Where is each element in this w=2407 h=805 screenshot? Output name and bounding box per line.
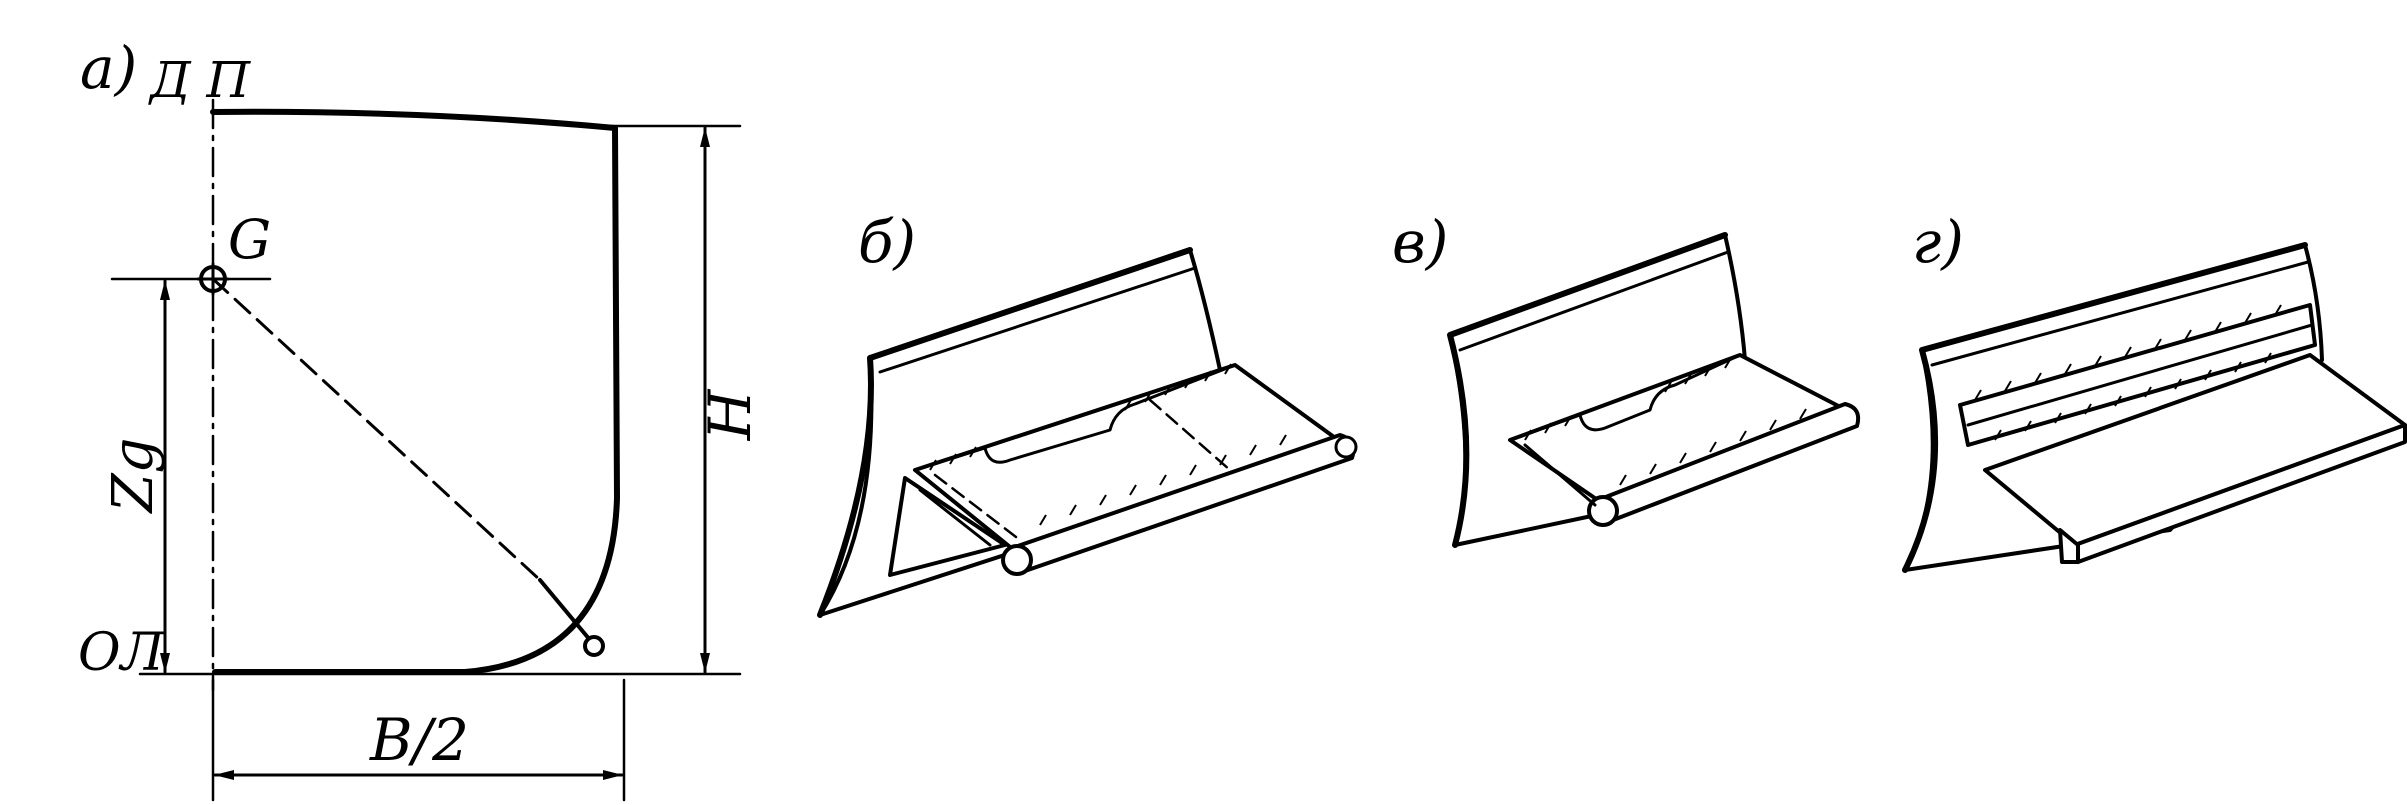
- panel-b-letter: б): [858, 208, 916, 276]
- panel-b-shell-edge: [817, 247, 1193, 618]
- panel-a-section: а) Д П H Zg B/2 ОЛ G: [78, 34, 764, 802]
- gravity-label: G: [228, 208, 271, 271]
- panel-v-letter: в): [1392, 208, 1448, 276]
- bilge-keel-strut: [538, 578, 592, 642]
- panel-g-bilge-keel: г): [1902, 208, 2407, 573]
- half-breadth-label: B/2: [369, 706, 469, 774]
- panel-g-letter: г): [1912, 208, 1964, 276]
- hull-contour: [210, 108, 620, 675]
- panel-a-letter: а): [80, 34, 137, 102]
- panel-v-round-bar: [1596, 402, 1861, 524]
- diagonal-dashed-line: [211, 277, 542, 582]
- panel-g-weld-hatch: [1974, 304, 2282, 441]
- panel-b-weld-hatch: [929, 363, 1287, 526]
- zg-label: Zg: [101, 438, 166, 515]
- height-label: H: [696, 388, 764, 441]
- bilge-keel-end-icon: [583, 635, 605, 657]
- panel-v-bilge-keel: в): [1392, 208, 1861, 548]
- panel-b-bilge-keel: б): [817, 208, 1358, 618]
- centerline-label: Д П: [148, 51, 252, 109]
- panel-v-bar-end-icon: [1587, 495, 1619, 527]
- panel-v-weld-hatch: [1524, 357, 1807, 486]
- panel-b-bar-end-icon: [1001, 544, 1033, 576]
- baseline-label: ОЛ: [78, 623, 166, 683]
